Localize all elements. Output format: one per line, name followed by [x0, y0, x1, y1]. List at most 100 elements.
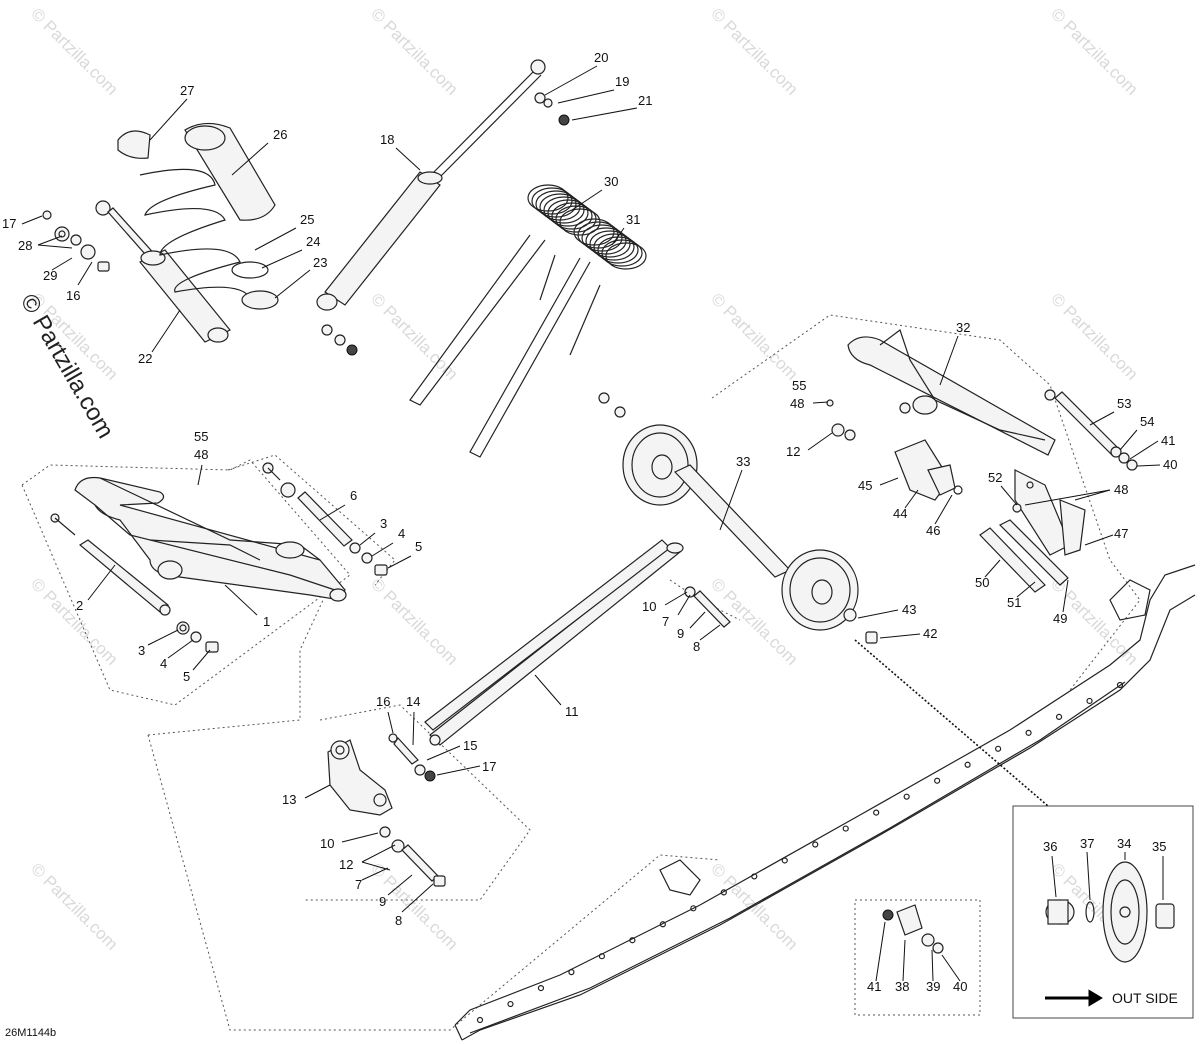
- callout-number: 19: [615, 74, 629, 89]
- callout-number: 53: [1117, 396, 1131, 411]
- callout-16: 16: [66, 261, 93, 303]
- callout-number: 40: [953, 979, 967, 994]
- leader-line: [254, 227, 297, 251]
- callout-number: 18: [380, 132, 394, 147]
- leader-line: [571, 107, 638, 121]
- callout-8: 8: [693, 624, 721, 654]
- callout-number: 25: [300, 212, 314, 227]
- callout-28: 28: [18, 235, 73, 253]
- leader-line: [939, 335, 959, 386]
- callout-21: 21: [571, 93, 652, 121]
- callout-15: 15: [426, 738, 477, 761]
- callout-46: 46: [926, 494, 953, 538]
- front-arm-assembly: [50, 476, 347, 616]
- callout-number: 2: [76, 598, 83, 613]
- callout-4: 4: [371, 526, 405, 557]
- leader-line: [436, 765, 481, 776]
- leader-line: [807, 432, 833, 451]
- leader-line: [879, 633, 921, 639]
- leader-line: [147, 629, 179, 646]
- torsion-spring-coil-left: [527, 184, 601, 236]
- leader-line: [1000, 485, 1018, 506]
- rail-hole: [568, 969, 575, 976]
- callout-50: 50: [975, 559, 1001, 590]
- callout-number: 22: [138, 351, 152, 366]
- inset-box-nut-detail: [854, 899, 981, 1016]
- callout-number: 12: [339, 857, 353, 872]
- callout-number: 41: [1161, 433, 1175, 448]
- callout-number: 14: [406, 694, 420, 709]
- leader-line: [304, 784, 331, 799]
- callout-number: 40: [1163, 457, 1177, 472]
- leader-line: [387, 874, 413, 896]
- callout-number: 47: [1114, 526, 1128, 541]
- callout-2: 2: [76, 564, 116, 613]
- callout-9: 9: [379, 874, 413, 909]
- leader-line: [875, 921, 886, 982]
- rail-hole: [598, 953, 606, 960]
- leader-line: [319, 504, 346, 521]
- callout-number: 12: [786, 444, 800, 459]
- callout-51: 51: [1007, 581, 1036, 610]
- callout-number: 45: [858, 478, 872, 493]
- callout-23: 23: [274, 255, 327, 299]
- callout-number: 28: [18, 238, 32, 253]
- callout-number: 55: [792, 378, 806, 393]
- rail-hole: [476, 1016, 484, 1024]
- leader-line: [341, 832, 379, 843]
- leader-line: [167, 639, 194, 659]
- callout-number: 16: [66, 288, 80, 303]
- callout-number: 41: [867, 979, 881, 994]
- callout-number: 3: [138, 643, 145, 658]
- leader-line: [1024, 489, 1111, 506]
- leader-line: [1051, 855, 1057, 898]
- rail-support-outline: [147, 734, 721, 1031]
- callout-number: 7: [662, 614, 669, 629]
- callout-number: 30: [604, 174, 618, 189]
- leader-line: [274, 269, 311, 299]
- leader-line: [51, 257, 73, 271]
- leader-line: [812, 401, 829, 404]
- rail-hole: [842, 825, 849, 832]
- watermark-text: © Partzilla.com: [1047, 289, 1141, 383]
- callout-29: 29: [43, 257, 73, 283]
- leader-line: [401, 883, 434, 913]
- callout-number: 4: [398, 526, 405, 541]
- leader-line: [1062, 579, 1069, 613]
- callout-11: 11: [534, 674, 579, 719]
- leader-line: [192, 649, 211, 671]
- callout-48: 48: [194, 447, 208, 486]
- callout-40: 40: [1136, 457, 1177, 472]
- callout-number: 46: [926, 523, 940, 538]
- leader-line: [224, 584, 258, 616]
- callout-48: 48: [790, 396, 829, 411]
- figure-code: 26M1144b: [5, 1027, 56, 1039]
- idler-axle-assembly: [598, 392, 878, 644]
- callout-number: 29: [43, 268, 57, 283]
- leader-line: [719, 469, 743, 531]
- leader-line: [231, 142, 269, 176]
- callout-number: 5: [183, 669, 190, 684]
- watermark-text: © Partzilla.com: [27, 574, 121, 668]
- rail-hole: [1086, 697, 1093, 705]
- leader-line: [677, 594, 691, 616]
- leader-line: [689, 611, 706, 629]
- callout-52: 52: [988, 470, 1018, 506]
- leader-line: [1129, 440, 1159, 460]
- callout-number: 1: [263, 614, 270, 629]
- coil-turn: [601, 239, 643, 267]
- watermark-text: © Partzilla.com: [707, 289, 801, 383]
- rail-hole: [903, 793, 910, 800]
- rail-hole: [1116, 681, 1124, 689]
- callout-43: 43: [857, 602, 916, 619]
- callout-55: 55: [792, 378, 806, 393]
- leader-line: [21, 215, 43, 225]
- callout-35: 35: [1152, 839, 1166, 900]
- callout-number: 48: [790, 396, 804, 411]
- rear-arm-group-outline: [147, 584, 331, 736]
- leader-line: [361, 867, 389, 881]
- callout-19: 19: [557, 74, 629, 104]
- rear-arm-assembly: [826, 329, 1138, 593]
- callout-number: 8: [693, 639, 700, 654]
- leader-line: [984, 559, 1001, 578]
